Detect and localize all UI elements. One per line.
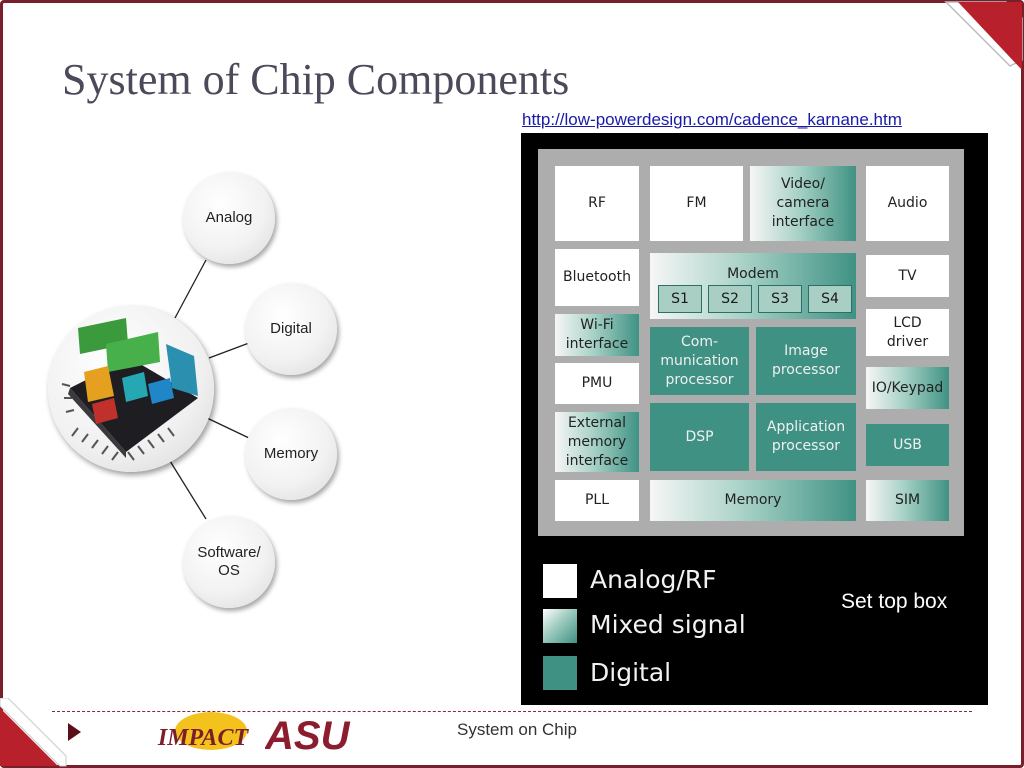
block-modem-s4: S4 [808,285,852,313]
legend-label-mixed: Mixed signal [590,610,746,639]
node-software-label-line1: Software/ [197,544,261,561]
chip-illustration [61,318,198,461]
node-digital: Digital [245,283,337,375]
block-bluetooth: Bluetooth [555,249,639,306]
legend-swatch-mixed [543,609,577,643]
legend-swatch-analog [543,564,577,598]
corner-ornament-bottom-left [0,698,67,767]
source-link[interactable]: http://low-powerdesign.com/cadence_karna… [522,110,902,129]
node-memory: Memory [245,408,337,500]
node-analog-label: Analog [205,209,253,226]
block-audio: Audio [866,166,949,241]
svg-text:IMPACT: IMPACT [157,725,250,751]
node-software-label-line2: OS [218,562,240,579]
block-pmu: PMU [555,363,639,404]
caption-set-top-box: Set top box [841,590,948,613]
block-memory: Memory [650,480,856,521]
play-arrow-icon[interactable] [68,723,81,741]
node-analog: Analog [183,172,275,264]
svg-text:ASU: ASU [265,714,351,754]
node-digital-label: Digital [270,320,312,337]
block-modem-s2: S2 [708,285,752,313]
corner-ornament-top-right [944,1,1023,70]
legend-label-analog: Analog/RF [590,565,717,594]
block-io-keypad: IO/Keypad [866,367,949,409]
block-dsp: DSP [650,403,749,471]
block-pll: PLL [555,480,639,521]
legend-label-digital: Digital [590,658,672,687]
diagram-connectors [169,259,250,520]
legend-swatch-digital [543,656,577,690]
node-software-os: Software/ OS [183,516,275,608]
block-tv: TV [866,255,949,297]
asu-logo: ASU [265,714,351,754]
block-modem-s1: S1 [658,285,702,313]
block-sim: SIM [866,480,949,521]
block-fm: FM [650,166,743,241]
footer-divider [52,711,972,712]
footer-title: System on Chip [457,720,577,739]
block-rf: RF [555,166,639,241]
slide-title: System of Chip Components [62,55,570,104]
block-usb: USB [866,424,949,466]
chip-hub [48,306,214,472]
impact-logo: IMPACT [157,712,250,751]
node-memory-label: Memory [263,445,319,462]
block-modem-s3: S3 [758,285,802,313]
